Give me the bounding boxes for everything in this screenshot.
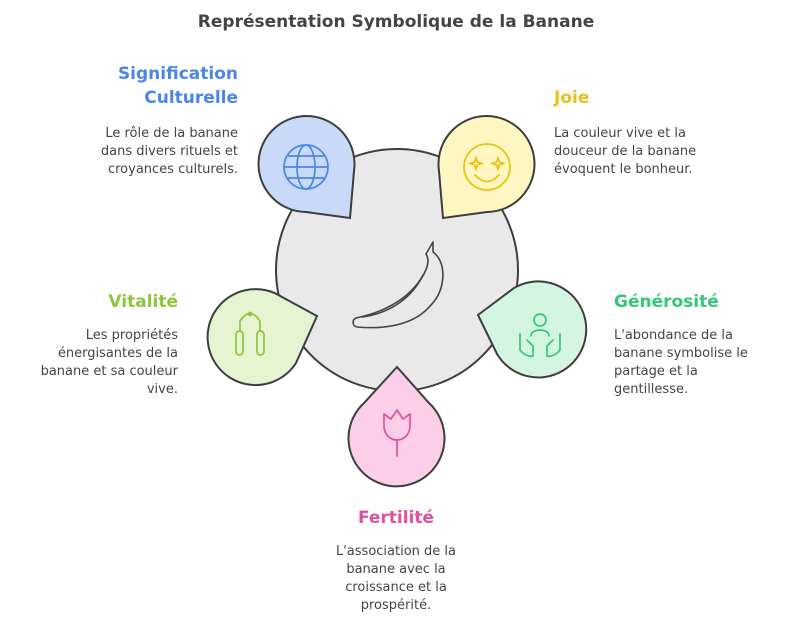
jump-rope-icon bbox=[235, 311, 265, 356]
heading-generosite: Générosité bbox=[614, 292, 719, 312]
heading-fertilite: Fertilité bbox=[357, 508, 435, 528]
heading-joie: Joie bbox=[554, 88, 590, 108]
desc-culturelle: Le rôle de la banane dans divers rituels… bbox=[100, 126, 238, 177]
petal-culturelle bbox=[257, 115, 356, 220]
desc-vitalite: Les propriétés énergisantes de la banane… bbox=[40, 328, 178, 397]
diagram-title: Représentation Symbolique de la Banane bbox=[197, 12, 595, 32]
petal-joie bbox=[437, 115, 536, 220]
petal-fertilite bbox=[347, 365, 446, 488]
desc-fertilite: L'association de la banane avec la crois… bbox=[335, 544, 456, 613]
petal-vitalite bbox=[206, 288, 319, 387]
globe-icon bbox=[283, 144, 329, 190]
banana-icon bbox=[352, 241, 444, 329]
rose-icon bbox=[383, 409, 411, 457]
heading-vitalite: Vitalité bbox=[108, 292, 178, 312]
star-eyes-smiley-icon bbox=[463, 143, 511, 191]
person-in-hands-icon bbox=[519, 313, 561, 358]
petal-generosite bbox=[476, 280, 588, 379]
desc-generosite: L'abondance de la banane symbolise le pa… bbox=[614, 328, 748, 397]
heading-culturelle: Signification Culturelle bbox=[117, 64, 238, 108]
desc-joie: La couleur vive et la douceur de la bana… bbox=[554, 126, 697, 177]
